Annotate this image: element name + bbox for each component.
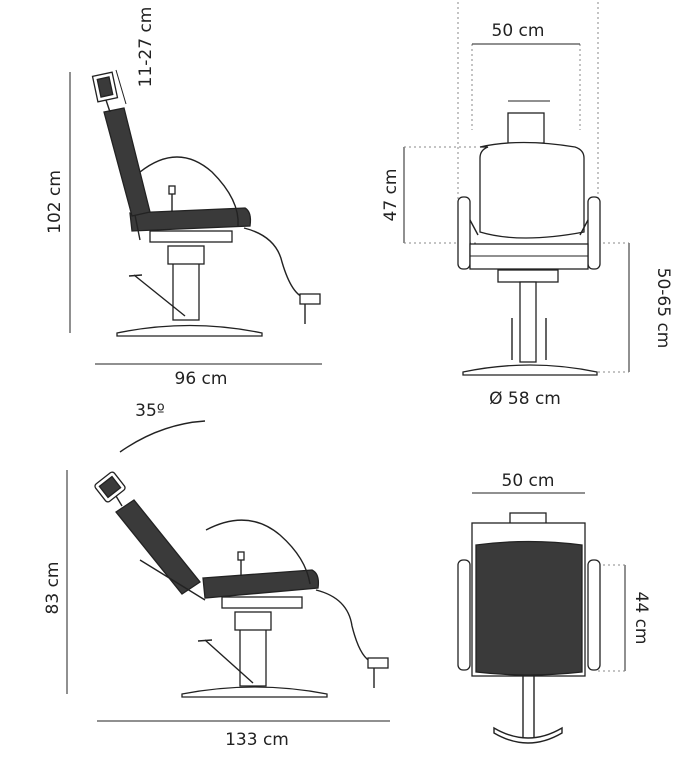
reclined-length-label: 133 cm	[225, 730, 289, 750]
headrest-post	[105, 99, 111, 113]
front-base	[462, 364, 598, 376]
reclined-armrest	[205, 519, 311, 585]
front-armrest-right	[587, 196, 601, 270]
reclined-column-collar	[234, 611, 272, 631]
seat-height-label: 50-65 cm	[653, 268, 673, 349]
recline-angle-arc	[119, 420, 206, 453]
reclined-height-label: 83 cm	[43, 562, 63, 615]
base-diameter-label: Ø 58 cm	[489, 389, 561, 409]
reclined-footrest-pad	[367, 657, 389, 669]
backrest-height-label: 47 cm	[381, 169, 401, 222]
reclined-backrest	[115, 499, 201, 595]
armrest-link-left	[469, 219, 479, 236]
reclined-backrest-frame	[139, 559, 206, 601]
armrest	[139, 156, 239, 227]
seat-mechanism	[149, 230, 233, 243]
front-headrest	[507, 112, 545, 144]
rear-armrest-right	[587, 559, 601, 671]
height-label-102: 102 cm	[45, 170, 65, 234]
foot-pedal-end	[128, 274, 143, 277]
control-lever-knob	[168, 185, 176, 195]
reclined-base	[181, 686, 328, 698]
chair-base	[116, 324, 263, 337]
rear-backrest-cushion	[475, 540, 583, 676]
hydraulic-column	[172, 261, 200, 321]
front-backrest	[479, 141, 585, 239]
rear-height-label: 44 cm	[631, 592, 651, 645]
headrest-range-line	[115, 69, 127, 105]
footrest-bar	[243, 227, 307, 299]
depth-label-96: 96 cm	[175, 369, 228, 389]
reclined-lever-knob	[237, 551, 245, 561]
reclined-footrest-bar	[315, 589, 373, 663]
column-collar	[167, 245, 205, 265]
headrest-pad	[96, 76, 114, 98]
reclined-column	[239, 627, 267, 687]
reclined-headrest-post	[115, 495, 123, 507]
reclined-headrest-pad	[98, 475, 122, 499]
reclined-seat	[202, 569, 320, 599]
seat-cushion	[129, 207, 252, 232]
side-view-reclined: 35º 83 cm 133 cm	[43, 401, 390, 750]
rear-armrest-left	[457, 559, 471, 671]
rear-view: 50 cm 44 cm	[457, 471, 651, 744]
rear-footrest-bar	[493, 726, 563, 744]
rear-width-label: 50 cm	[502, 471, 555, 491]
foot-pedal	[133, 274, 186, 317]
width-label-50: 50 cm	[492, 21, 545, 41]
reclined-foot-pedal	[204, 639, 254, 684]
front-column	[519, 281, 537, 363]
recline-angle-label: 35º	[135, 401, 165, 421]
front-mechanism	[497, 269, 559, 283]
footrest-pad	[299, 293, 321, 305]
reclined-pedal-end	[197, 639, 213, 642]
armrest-link-right	[579, 219, 589, 236]
front-view: 50 cm 47 cm 50-65 cm Ø 58 cm	[381, 2, 673, 409]
backrest-cushion	[103, 107, 151, 217]
side-view-upright: 102 cm 11-27 cm 96 cm	[45, 7, 322, 389]
reclined-mechanism	[221, 596, 303, 609]
headrest-range-label: 11-27 cm	[136, 7, 156, 88]
front-armrest-left	[457, 196, 471, 270]
